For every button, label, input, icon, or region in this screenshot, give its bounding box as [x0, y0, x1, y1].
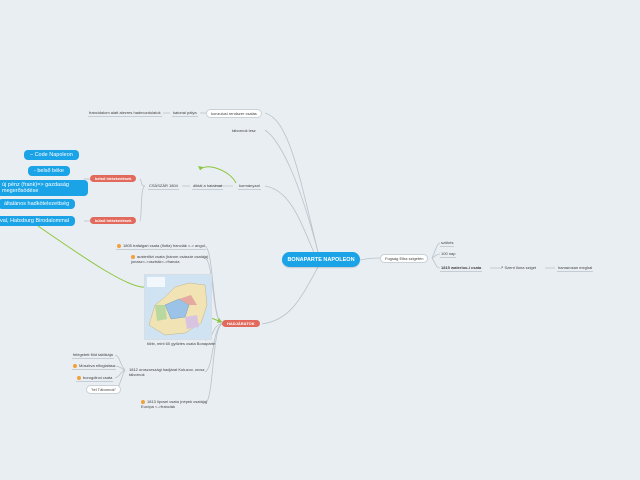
node-konzulusi[interactable]: konzulusi rendszer csalás	[206, 109, 262, 118]
node-hadjaratok[interactable]: HADJÁRATOK	[222, 320, 260, 327]
node-francidalom[interactable]: francidalom alatt alezres hadmozdulatok	[88, 110, 162, 117]
node-habsburg[interactable]: val, Habsburg Birodalommal	[0, 216, 76, 226]
node-szent-ilona[interactable]: ↗ Szent Ilona sziget	[500, 265, 537, 270]
central-topic[interactable]: BONAPARTE NAPOLEON	[282, 252, 360, 267]
node-diktal[interactable]: diktál a hatalmat	[192, 183, 224, 190]
node-hadkotelezettseg[interactable]: általános hadkötelezettség	[0, 199, 76, 209]
node-szokes[interactable]: szökés	[440, 240, 455, 247]
node-katonai-palya[interactable]: katonai pálya	[172, 110, 198, 117]
node-100-nap[interactable]: 100 nap	[440, 251, 457, 258]
node-kormanyzat[interactable]: kormányzat	[238, 183, 261, 190]
node-meghal[interactable]: hamarosan meghal	[557, 265, 594, 272]
node-kulso-intezkedesek[interactable]: külső intézkedések	[90, 217, 137, 224]
node-borogdino[interactable]: borogdinoi csata	[76, 375, 114, 382]
node-csaszar[interactable]: CSÁSZÁR 1804	[148, 183, 179, 190]
node-oroszorszag[interactable]: 1812 oroszországi hadjárat Kutuzov, oros…	[129, 367, 205, 377]
node-map-caption[interactable]: több, mint 60 győztes csata Bonapárte	[147, 341, 216, 346]
node-felegetett[interactable]: felégetett föld taktikája	[72, 352, 114, 359]
node-elba[interactable]: Fogság Elba szigetén	[380, 254, 429, 263]
node-lipcse[interactable]: 1813 lipcsei csata (népek csatája) Európ…	[141, 399, 208, 409]
node-tabornok[interactable]: tábornok lesz	[232, 128, 256, 133]
node-belso-intezkedesek[interactable]: belső intézkedések	[90, 175, 137, 182]
node-austerlitz[interactable]: austerlitzi csata (három császár csatája…	[131, 254, 209, 264]
node-uj-penz[interactable]: új pénz (frank)=> gazdaság megerősödése	[0, 180, 88, 196]
map-drawing	[145, 275, 211, 339]
node-belso-beke[interactable]: - belső béke	[28, 166, 70, 176]
arrow-icon: ↗	[500, 265, 505, 270]
medal-icon	[141, 399, 145, 404]
medal-icon	[77, 375, 81, 380]
medal-icon	[73, 363, 77, 368]
medal-icon	[131, 254, 135, 259]
node-moszkva[interactable]: Moszkva elfoglalása	[72, 363, 117, 370]
node-waterloo[interactable]: 1815 waterloo-i csata	[440, 265, 483, 272]
node-trafalgar[interactable]: 1805 trafalgari csata (flotta) franciák …	[116, 243, 206, 250]
medal-icon	[117, 243, 121, 248]
europe-map-image	[144, 274, 212, 340]
node-tel-tabornok[interactable]: "tél Tábornok"	[86, 385, 122, 394]
node-code-napoleon[interactable]: – Code Napoleon	[24, 150, 79, 160]
